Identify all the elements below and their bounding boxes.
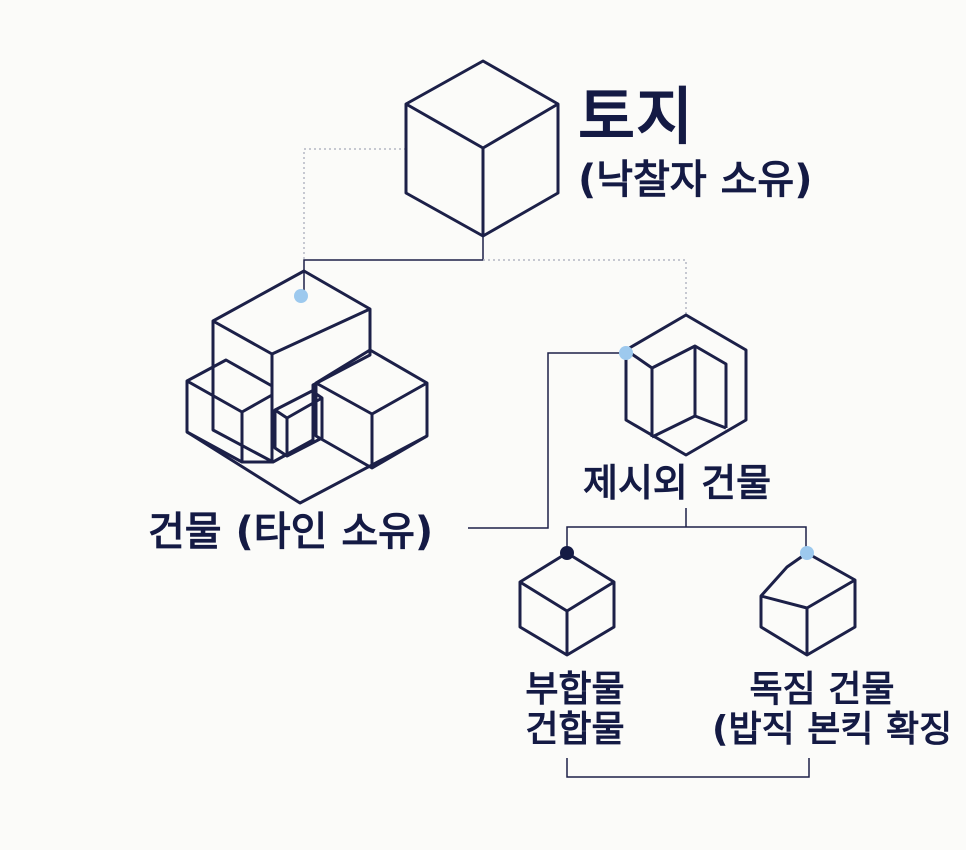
connector-children-bar [566, 526, 807, 552]
land-cube-icon [404, 59, 560, 238]
land-subtitle: (낙찰자 소유) [578, 157, 813, 203]
bottom-bracket [566, 758, 810, 778]
independent-cube-icon [759, 551, 857, 657]
dotted-connector-land-excluded [483, 259, 687, 314]
building-cluster-icon [185, 269, 429, 505]
composite-dot [560, 546, 574, 560]
land-title: 토지 [578, 80, 695, 153]
independent-label: 독짐 건물 (밥직 본킥 확징 [712, 669, 953, 751]
excluded-building-icon [624, 313, 748, 457]
connector-building-excluded [468, 352, 626, 529]
building-label: 건물 (타인 소유) [148, 509, 434, 555]
connectors [303, 148, 810, 778]
independent-label-line1: 독짐 건물 [749, 669, 895, 710]
independent-label-line2: (밥직 본킥 확징 [712, 709, 953, 751]
building-dot [294, 289, 308, 303]
composite-cube-icon [518, 551, 616, 657]
connector-land-building [303, 236, 484, 298]
composite-label: 부합물 건합물 [510, 669, 640, 751]
composite-label-line2: 건합물 [525, 709, 625, 751]
composite-label-line1: 부합물 [525, 669, 625, 710]
dotted-connector-land-building [303, 148, 406, 260]
excluded-dot [619, 346, 633, 360]
independent-dot [800, 546, 814, 560]
excluded-building-label: 제시외 건물 [583, 461, 772, 505]
